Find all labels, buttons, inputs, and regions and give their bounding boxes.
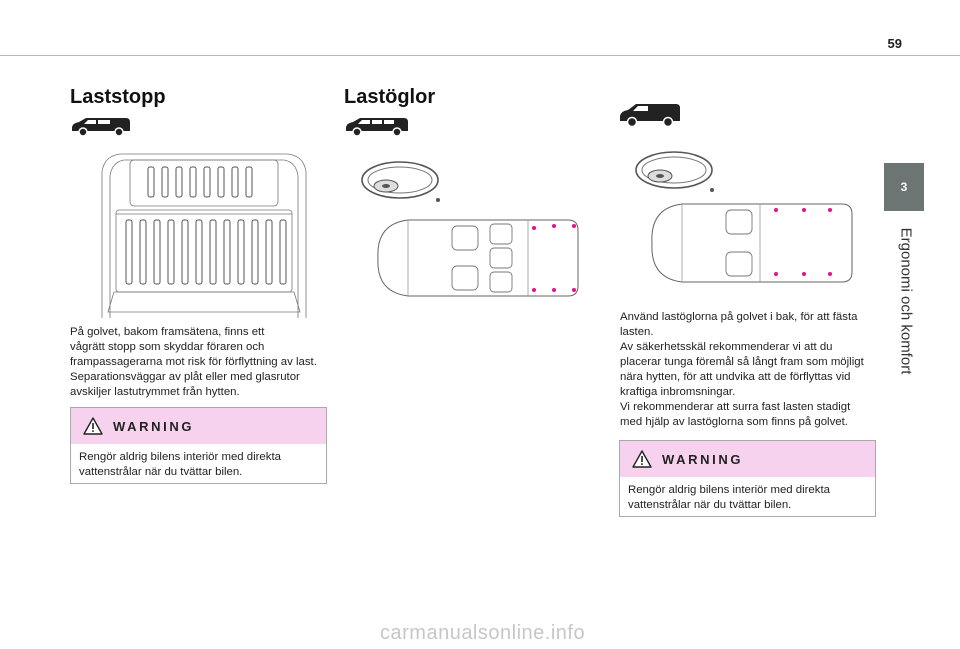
warning-header: WARNING bbox=[71, 408, 326, 444]
text-line: frampassagerarna mot risk för förflyttni… bbox=[70, 356, 317, 368]
warning-box-2: WARNING Rengör aldrig bilens interiör me… bbox=[619, 440, 876, 517]
watermark: carmanualsonline.info bbox=[380, 622, 586, 644]
anchor-points bbox=[532, 224, 576, 292]
text-line: kraftiga inbromsningar. bbox=[620, 386, 736, 398]
text-line: avskiljer lastutrymmet från hytten. bbox=[70, 386, 240, 398]
text-line: Vi rekommenderar att surra fast lasten s… bbox=[620, 401, 851, 413]
laststopp-description: På golvet, bakom framsätena, finns ett v… bbox=[70, 325, 340, 400]
section-heading-laststopp: Laststopp bbox=[70, 86, 166, 108]
text-line: nära hytten, för att undvika att de förf… bbox=[620, 371, 851, 383]
warning-box-1: WARNING Rengör aldrig bilens interiör me… bbox=[70, 407, 327, 484]
text-line: placerar tunga föremål så långt fram som… bbox=[620, 356, 864, 368]
anchor-points bbox=[774, 208, 832, 276]
text-line: På golvet, bakom framsätena, finns ett bbox=[70, 326, 265, 338]
section-heading-lastoglor: Lastöglor bbox=[344, 86, 436, 108]
van-icon bbox=[72, 118, 130, 137]
warning-header: WARNING bbox=[620, 441, 875, 477]
page-number: 59 bbox=[887, 36, 902, 51]
warning-triangle-icon bbox=[83, 417, 103, 435]
anchor-ring-illustration bbox=[635, 151, 714, 192]
load-stop-illustration bbox=[101, 153, 307, 318]
text-line: med hjälp av lastöglorna som finns på go… bbox=[620, 416, 848, 428]
anchor-ring-illustration bbox=[361, 161, 440, 202]
lastoglor-description: Använd lastöglorna på golvet i bak, för … bbox=[620, 310, 882, 430]
text-line: Separationsväggar av plåt eller med glas… bbox=[70, 371, 300, 383]
van-icon bbox=[620, 104, 680, 128]
text-line: vattenstrålar när du tvättar bilen. bbox=[79, 466, 243, 478]
van-floor-plan-cargo bbox=[651, 203, 853, 283]
warning-title: WARNING bbox=[662, 451, 744, 467]
text-line: Använd lastöglorna på golvet i bak, för … bbox=[620, 311, 858, 323]
chapter-tab[interactable]: 3 bbox=[884, 163, 924, 211]
warning-text: Rengör aldrig bilens interiör med direkt… bbox=[71, 444, 326, 488]
text-line: Rengör aldrig bilens interiör med direkt… bbox=[79, 451, 281, 463]
van-floor-plan-rear-seats bbox=[377, 219, 579, 297]
text-line: Rengör aldrig bilens interiör med direkt… bbox=[628, 484, 830, 496]
chapter-title-text: Ergonomi och komfort bbox=[897, 227, 915, 375]
header-divider bbox=[0, 55, 960, 56]
text-line: lasten. bbox=[620, 326, 654, 338]
van-icon bbox=[346, 118, 408, 137]
warning-text: Rengör aldrig bilens interiör med direkt… bbox=[620, 477, 875, 521]
text-line: vattenstrålar när du tvättar bilen. bbox=[628, 499, 792, 511]
warning-triangle-icon bbox=[632, 450, 652, 468]
warning-title: WARNING bbox=[113, 418, 195, 434]
text-line: vågrätt stopp som skyddar föraren och bbox=[70, 341, 265, 353]
text-line: Av säkerhetsskäl rekommenderar vi att du bbox=[620, 341, 833, 353]
